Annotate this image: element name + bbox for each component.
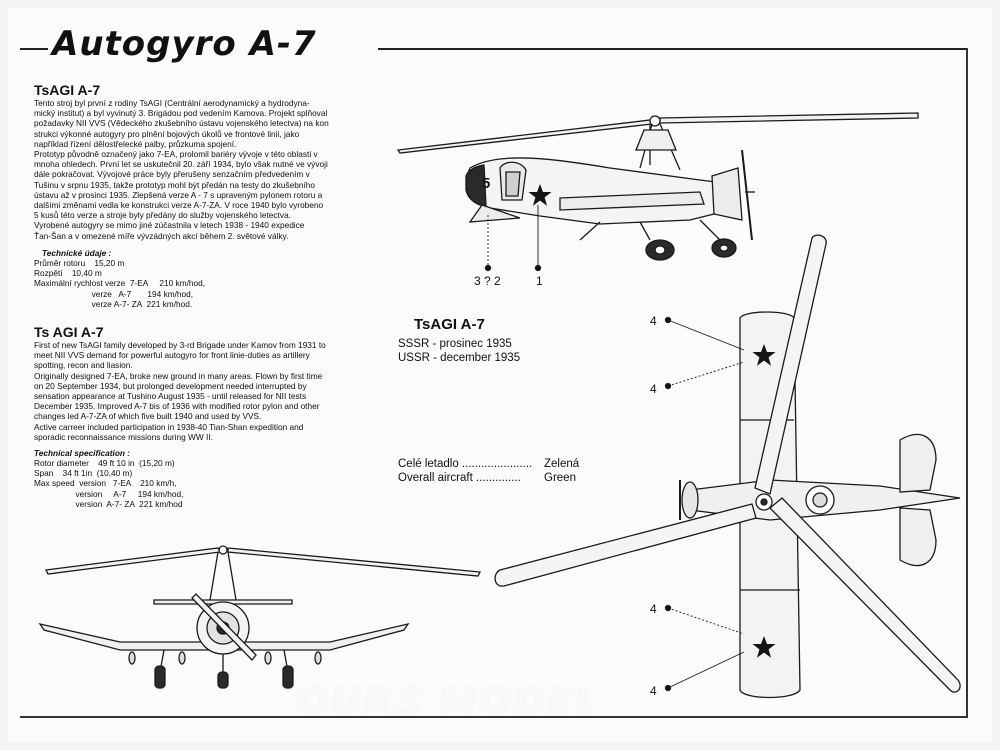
- callout-label: 1: [536, 274, 543, 288]
- top-view: [494, 234, 961, 699]
- czech-specs: Průměr rotoru 15,20 m Rozpětí 10,40 m Ma…: [34, 258, 206, 309]
- ident-line-czech: SSSR - prosinec 1935: [398, 338, 512, 350]
- english-specs-heading: Technical specification :: [34, 448, 131, 458]
- czech-heading: TsAGI A-7: [34, 82, 101, 98]
- drawing-sheet: [8, 8, 992, 742]
- fuselage-number: 5: [482, 175, 490, 192]
- front-view: [38, 545, 482, 689]
- english-specs: Rotor diameter 49 ft 10 in (15,20 m) Spa…: [34, 458, 184, 509]
- callout-label: 4: [650, 314, 657, 328]
- side-view: [396, 112, 919, 272]
- callout-label: 3 ? 2: [474, 274, 501, 288]
- callout-label: 4: [650, 382, 657, 396]
- color-value: Green: [544, 472, 576, 484]
- color-value: Zelená: [544, 458, 580, 470]
- frame-line: [966, 48, 968, 718]
- czech-description: Tento stroj byl první z rodiny TsAGI (Ce…: [34, 98, 329, 241]
- page-title: Autogyro A-7: [52, 24, 317, 64]
- frame-line: [20, 48, 48, 50]
- callout-label: 4: [650, 602, 657, 616]
- aircraft-name: TsAGI A-7: [414, 316, 485, 333]
- ident-line-english: USSR - december 1935: [398, 352, 521, 364]
- frame-line: [378, 48, 968, 50]
- color-label: Overall aircraft ..............: [398, 472, 521, 484]
- english-heading: Ts AGI A-7: [34, 324, 104, 340]
- callout-label: 4: [650, 684, 657, 698]
- czech-specs-heading: Technické údaje :: [42, 248, 112, 258]
- frame-line: [20, 716, 968, 718]
- english-description: First of new TsAGI family developed by 3…: [34, 340, 326, 442]
- color-label: Celé letadlo ......................: [398, 458, 533, 470]
- watermark: OURS MODEL: [296, 680, 601, 724]
- color-row-english: Overall aircraft .............. Green: [398, 472, 576, 484]
- color-row-czech: Celé letadlo ...................... Zele…: [398, 458, 579, 470]
